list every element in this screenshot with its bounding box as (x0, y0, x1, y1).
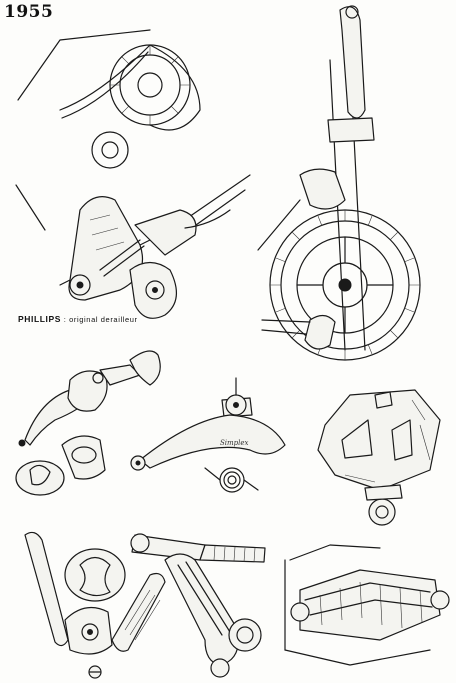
gear-lever-icon (24, 531, 166, 679)
derailleur-cage-icon: Simplex (130, 377, 286, 493)
svg-text:Simplex: Simplex (220, 439, 249, 447)
rear-derailleur-icon (15, 29, 251, 319)
crank-arm-icon (130, 533, 266, 678)
spring-icon (204, 467, 259, 493)
shift-lever-icon (15, 350, 161, 496)
pedal-icon (284, 544, 450, 666)
year-heading: 1955 (4, 2, 54, 22)
chainring-icon (257, 5, 421, 361)
caption: PHILLIPS : original derailleur (18, 314, 138, 324)
caption-brand: PHILLIPS (18, 314, 62, 324)
chain-guide-icon (317, 389, 441, 526)
caption-text: original derailleur (69, 315, 138, 324)
caption-separator: : (63, 315, 67, 324)
